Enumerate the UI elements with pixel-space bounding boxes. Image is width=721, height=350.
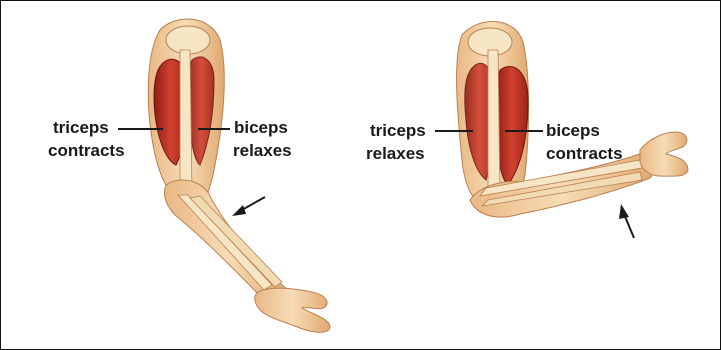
left-biceps-label-line1: biceps <box>234 118 288 137</box>
left-ulna <box>190 196 282 287</box>
right-hand <box>640 132 688 176</box>
right-movement-arrow <box>619 204 634 238</box>
right-biceps-label-line2: contracts <box>546 144 623 163</box>
right-humerus <box>488 50 500 197</box>
left-humerus <box>180 50 192 192</box>
left-hand <box>255 288 330 332</box>
left-radius <box>178 195 272 290</box>
left-triceps-label-line2: contracts <box>48 141 125 160</box>
right-triceps-label-line1: triceps <box>370 121 426 140</box>
left-movement-arrow <box>232 197 265 216</box>
right-triceps-label-line2: relaxes <box>366 144 425 163</box>
left-triceps-label-line1: triceps <box>53 118 109 137</box>
right-biceps-label-line1: biceps <box>546 121 600 140</box>
left-arm-extended <box>118 19 330 332</box>
left-biceps-label-line2: relaxes <box>233 141 292 160</box>
